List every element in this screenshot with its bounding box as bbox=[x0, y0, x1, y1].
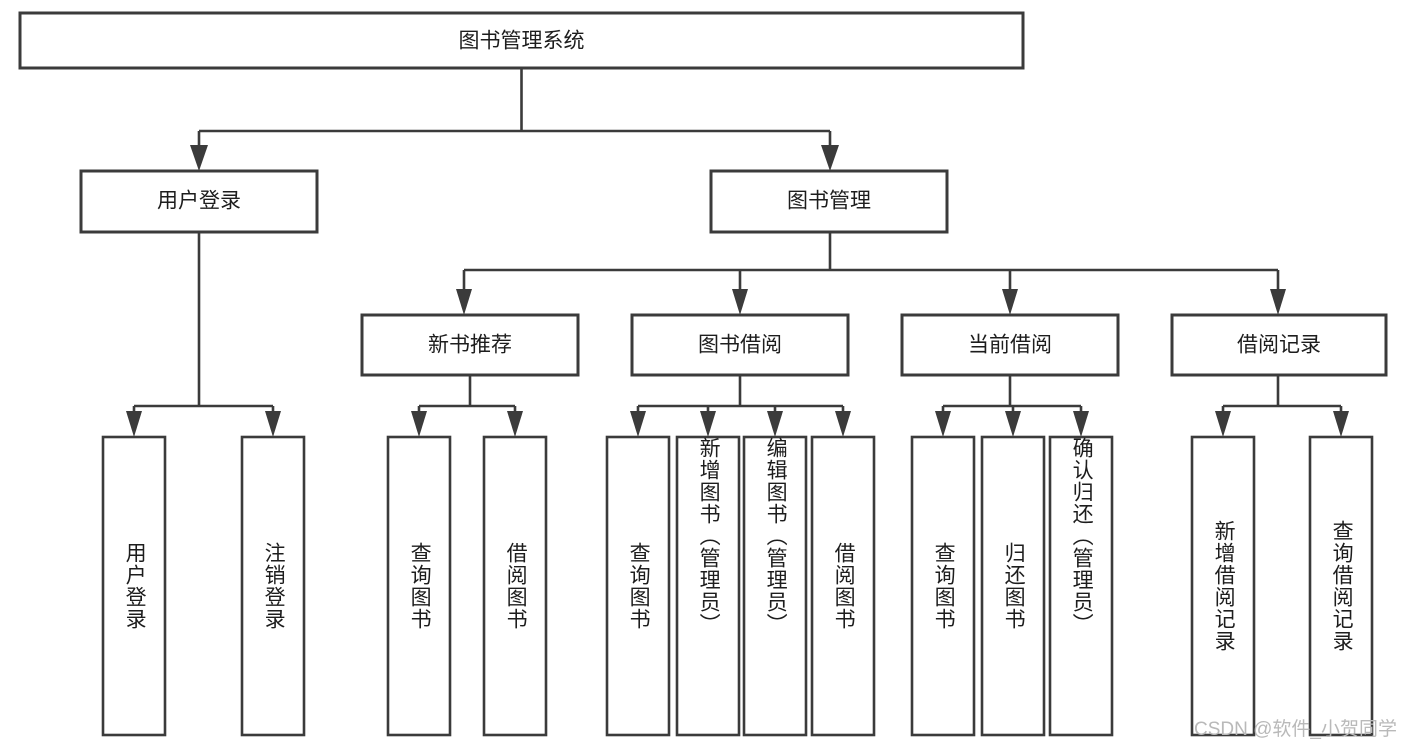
node-current-borrow[interactable]: 当前借阅 bbox=[900, 313, 1120, 377]
csdn-watermark: CSDN @软件_小贺同学 bbox=[1194, 719, 1397, 740]
node-leaf-query-book-3-box[interactable] bbox=[910, 435, 976, 737]
arrow-newbook-leaf-2 bbox=[507, 411, 523, 437]
node-book-borrow-label: 图书借阅 bbox=[698, 334, 782, 357]
arrow-borrowrecord-leaf-2 bbox=[1333, 411, 1349, 437]
arrow-bookmanage-to-newbook bbox=[456, 289, 472, 315]
node-leaf-query-book-2-box[interactable] bbox=[605, 435, 671, 737]
connector-layer bbox=[126, 68, 1349, 437]
node-current-borrow-label: 当前借阅 bbox=[968, 334, 1052, 357]
node-leaf-add-book-box[interactable] bbox=[675, 435, 741, 737]
node-root-label: 图书管理系统 bbox=[459, 30, 585, 53]
arrow-bookborrow-leaf-4 bbox=[835, 411, 851, 437]
node-leaf-edit-book-box[interactable] bbox=[742, 435, 808, 737]
node-leaf-query-book-1-box[interactable] bbox=[386, 435, 452, 737]
arrow-bookmanage-to-bookborrow bbox=[732, 289, 748, 315]
node-user-login-label: 用户登录 bbox=[157, 190, 241, 213]
node-leaf-add-borrow-record-box[interactable] bbox=[1190, 435, 1256, 737]
node-layer: 图书管理系统 用户登录 图书管理 新书推荐 图书借阅 bbox=[18, 11, 1388, 737]
node-root-box[interactable] bbox=[18, 11, 1025, 70]
node-borrow-record[interactable]: 借阅记录 bbox=[1170, 313, 1388, 377]
arrow-bookborrow-leaf-2 bbox=[700, 411, 716, 437]
arrow-currentborrow-leaf-1 bbox=[935, 411, 951, 437]
node-leaf-query-borrow-record-box[interactable] bbox=[1308, 435, 1374, 737]
node-leaf-borrow-book-1-box[interactable] bbox=[482, 435, 548, 737]
node-new-book-recommend[interactable]: 新书推荐 bbox=[360, 313, 580, 377]
arrow-userlogin-leaf-2 bbox=[265, 411, 281, 437]
node-book-borrow[interactable]: 图书借阅 bbox=[630, 313, 850, 377]
arrow-bookborrow-leaf-1 bbox=[630, 411, 646, 437]
node-book-manage-box[interactable] bbox=[709, 169, 949, 234]
node-borrow-record-label: 借阅记录 bbox=[1237, 334, 1321, 357]
arrow-bookmanage-to-currentborrow bbox=[1002, 289, 1018, 315]
node-leaf-borrow-book-2-box[interactable] bbox=[810, 435, 876, 737]
node-leaf-return-book-box[interactable] bbox=[980, 435, 1046, 737]
node-user-login[interactable]: 用户登录 bbox=[79, 169, 319, 234]
arrow-userlogin-leaf-1 bbox=[126, 411, 142, 437]
arrow-newbook-leaf-1 bbox=[411, 411, 427, 437]
node-new-book-recommend-box[interactable] bbox=[360, 313, 580, 377]
arrow-borrowrecord-leaf-1 bbox=[1215, 411, 1231, 437]
node-book-manage[interactable]: 图书管理 bbox=[709, 169, 949, 234]
arrow-bookmanage-to-borrowrecord bbox=[1270, 289, 1286, 315]
node-book-manage-label: 图书管理 bbox=[787, 190, 871, 213]
arrow-root-to-book-manage bbox=[821, 145, 839, 171]
node-current-borrow-box[interactable] bbox=[900, 313, 1120, 377]
arrow-root-to-user-login bbox=[190, 145, 208, 171]
node-borrow-record-box[interactable] bbox=[1170, 313, 1388, 377]
node-leaf-user-logout-box[interactable] bbox=[240, 435, 306, 737]
arrow-currentborrow-leaf-3 bbox=[1073, 411, 1089, 437]
node-book-borrow-box[interactable] bbox=[630, 313, 850, 377]
arrow-bookborrow-leaf-3 bbox=[767, 411, 783, 437]
arrow-currentborrow-leaf-2 bbox=[1005, 411, 1021, 437]
node-leaf-confirm-return-box[interactable] bbox=[1048, 435, 1114, 737]
node-new-book-recommend-label: 新书推荐 bbox=[428, 334, 512, 357]
node-user-login-box[interactable] bbox=[79, 169, 319, 234]
node-leaf-user-login-box[interactable] bbox=[101, 435, 167, 737]
node-root[interactable]: 图书管理系统 bbox=[18, 11, 1025, 70]
